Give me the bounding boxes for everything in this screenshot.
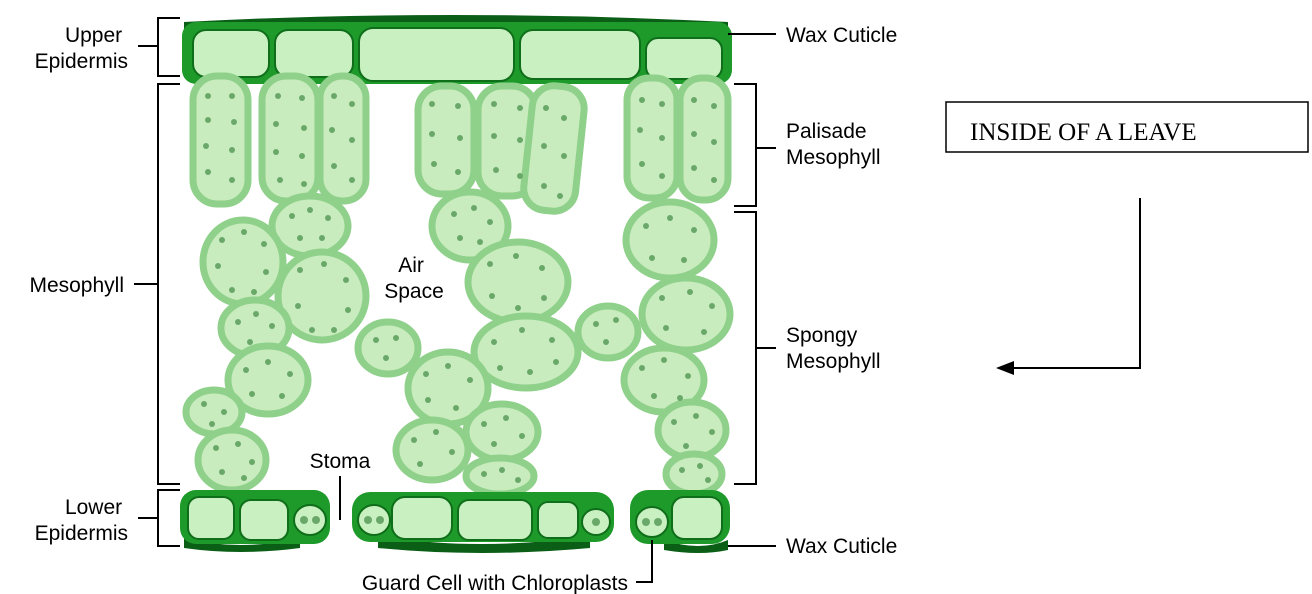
label-upper-epidermis: Upper Epidermis xyxy=(35,24,128,73)
spongy-cell xyxy=(396,420,468,480)
palisade-cell xyxy=(418,86,474,194)
palisade-cell xyxy=(522,84,587,214)
spongy-cell xyxy=(198,430,266,490)
palisade-cell xyxy=(320,76,366,201)
epidermis-cell xyxy=(240,500,288,540)
spongy-cell xyxy=(626,202,714,278)
spongy-cell xyxy=(578,306,638,358)
epidermis-cell xyxy=(458,500,532,540)
palisade-cell xyxy=(680,78,728,200)
label-palisade-mesophyll: Palisade Mesophyll xyxy=(786,120,881,169)
epidermis-cell xyxy=(520,30,640,79)
annotation: INSIDE OF A LEAVE xyxy=(946,102,1308,375)
annotation-arrowhead xyxy=(996,361,1014,375)
epidermis-cell xyxy=(193,30,269,77)
spongy-cell xyxy=(466,404,538,460)
epidermis-cell xyxy=(359,28,514,81)
label-wax-cuticle-bottom: Wax Cuticle xyxy=(786,535,897,558)
spongy-cell xyxy=(358,322,418,374)
annotation-text: INSIDE OF A LEAVE xyxy=(970,119,1197,146)
epidermis-cell xyxy=(275,30,353,77)
label-mesophyll: Mesophyll xyxy=(29,274,124,297)
spongy-cell xyxy=(642,278,730,350)
guard-cell xyxy=(636,507,668,537)
guard-cell xyxy=(294,505,326,535)
annotation-arrow-line xyxy=(1012,198,1140,368)
label-lower-epidermis: Lower Epidermis xyxy=(35,496,128,545)
epidermis-cell xyxy=(646,38,722,79)
epidermis-cell xyxy=(672,497,722,539)
upper-epidermis xyxy=(182,15,732,84)
lower-epidermis xyxy=(180,490,730,553)
spongy-cell xyxy=(666,454,722,494)
spongy-cell xyxy=(658,402,726,458)
palisade-cell xyxy=(193,76,248,204)
label-spongy-mesophyll: Spongy Mesophyll xyxy=(786,324,881,373)
epidermis-cell xyxy=(188,497,234,539)
epidermis-cell xyxy=(392,497,452,539)
palisade-cell xyxy=(262,76,318,201)
label-stoma: Stoma xyxy=(310,450,371,473)
guard-cell xyxy=(358,505,390,535)
label-wax-cuticle-top: Wax Cuticle xyxy=(786,24,897,47)
label-guard-cell: Guard Cell with Chloroplasts xyxy=(362,572,628,594)
epidermis-cell xyxy=(538,502,578,538)
palisade-cell xyxy=(627,78,677,198)
label-air-space: Air Space xyxy=(384,254,444,303)
spongy-cell xyxy=(466,458,534,494)
